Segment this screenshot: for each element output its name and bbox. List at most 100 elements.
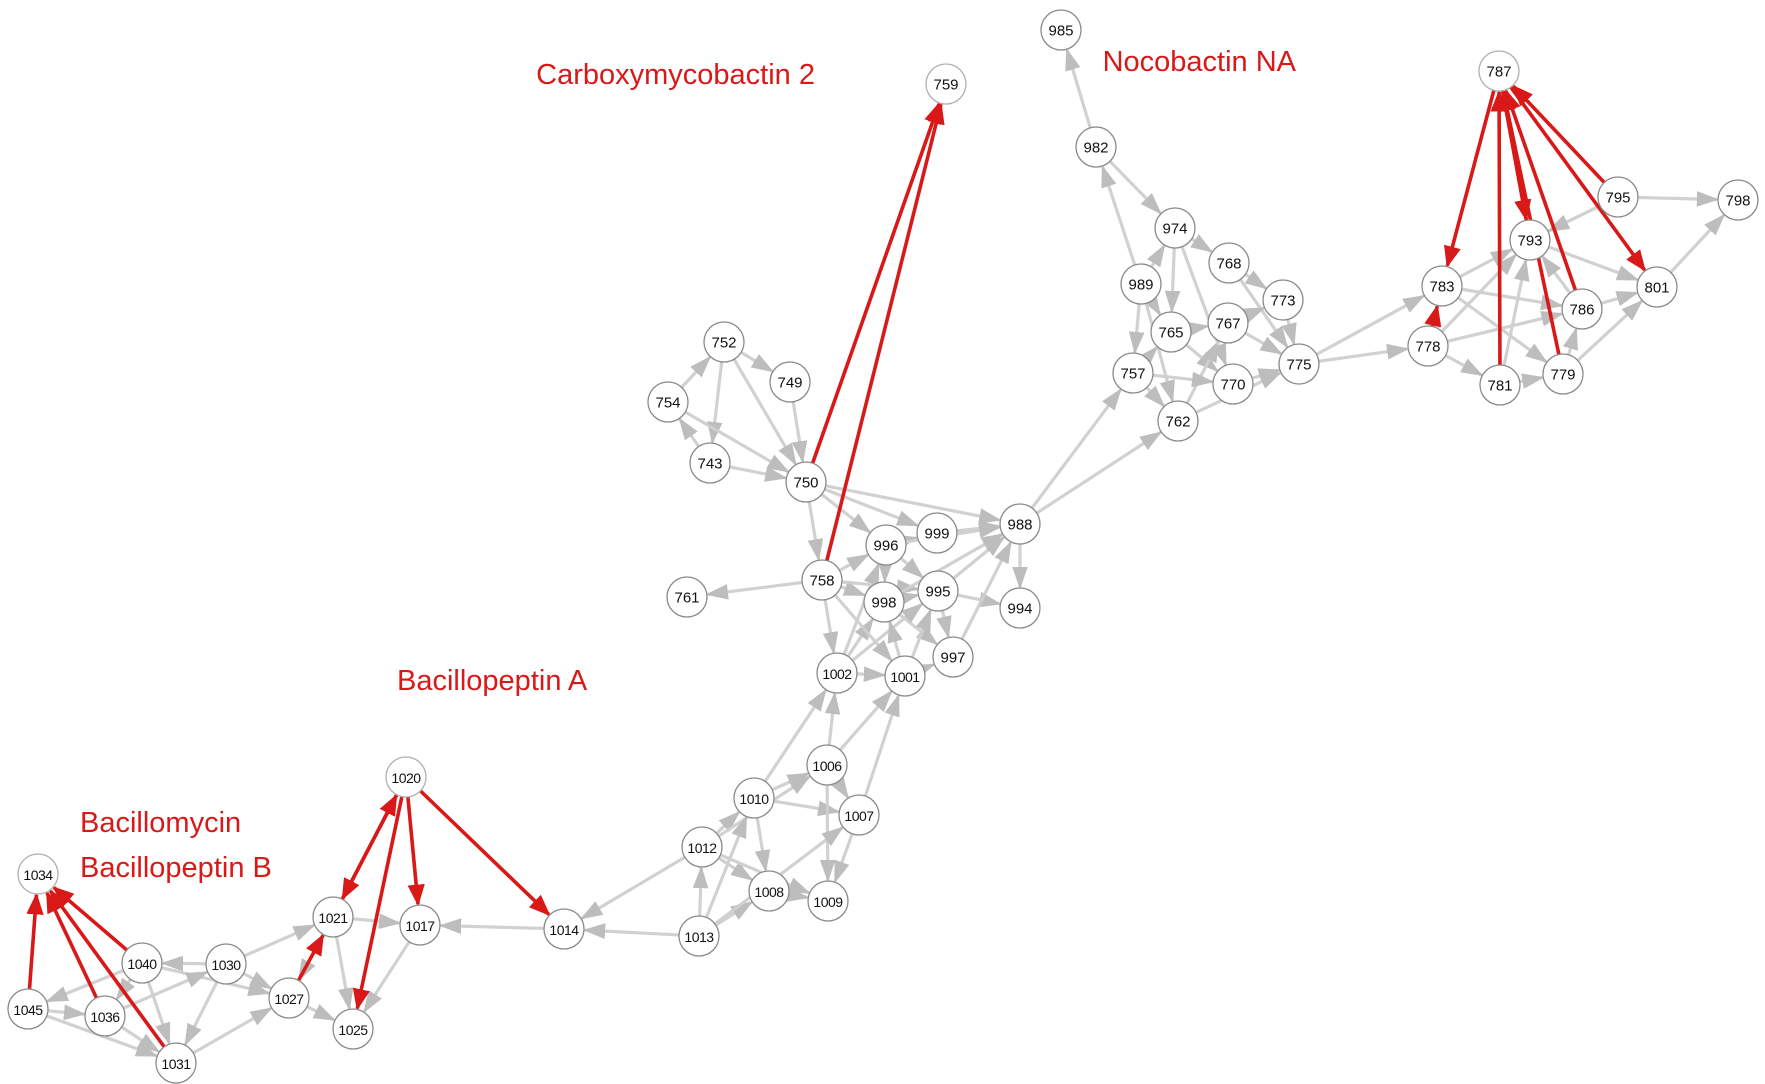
edge-750-758 bbox=[807, 501, 824, 562]
edge-781-779 bbox=[1519, 373, 1545, 389]
node-circle-783 bbox=[1421, 265, 1463, 307]
node-1045: 1045 bbox=[7, 988, 49, 1030]
node-circle-1020 bbox=[385, 756, 427, 798]
edge-995-997 bbox=[936, 610, 952, 639]
edge-1030-1031 bbox=[184, 981, 219, 1047]
node-1036: 1036 bbox=[84, 995, 126, 1037]
node-995: 995 bbox=[917, 570, 959, 612]
node-label-1014: 1014 bbox=[549, 922, 579, 938]
edge-773-775 bbox=[1281, 319, 1297, 346]
edge-1021-1025 bbox=[334, 936, 354, 1011]
node-783: 783 bbox=[1421, 265, 1463, 307]
edge-754-752 bbox=[680, 355, 712, 389]
node-circle-754 bbox=[647, 381, 689, 423]
node-1025: 1025 bbox=[332, 1008, 374, 1050]
node-1006: 1006 bbox=[806, 744, 848, 786]
node-label-1020: 1020 bbox=[391, 770, 421, 786]
node-circle-1034 bbox=[17, 853, 59, 895]
annotation-layer: Carboxymycobactin 2 Nocobactin NA Bacill… bbox=[80, 46, 1297, 884]
node-1040: 1040 bbox=[121, 942, 163, 984]
node-circle-765 bbox=[1150, 311, 1192, 353]
edge-996-995 bbox=[899, 557, 924, 579]
node-1012: 1012 bbox=[681, 826, 723, 868]
node-label-998: 998 bbox=[871, 595, 896, 612]
node-998: 998 bbox=[863, 581, 905, 623]
node-circle-773 bbox=[1262, 279, 1304, 321]
node-798: 798 bbox=[1717, 179, 1759, 221]
edge-1014-1017 bbox=[438, 918, 545, 934]
node-label-1001: 1001 bbox=[890, 669, 920, 685]
edge-754-750 bbox=[684, 410, 790, 473]
edge-778-786 bbox=[1447, 310, 1564, 343]
node-circle-743 bbox=[689, 442, 731, 484]
node-1034: 1034 bbox=[17, 853, 59, 895]
node-circle-1014 bbox=[543, 908, 585, 950]
node-circle-997 bbox=[932, 636, 974, 678]
node-circle-750 bbox=[785, 461, 827, 503]
node-label-974: 974 bbox=[1162, 221, 1187, 238]
node-circle-1008 bbox=[748, 870, 790, 912]
node-circle-1045 bbox=[7, 988, 49, 1030]
node-circle-1007 bbox=[838, 794, 880, 836]
node-label-761: 761 bbox=[674, 590, 699, 607]
node-circle-786 bbox=[1561, 288, 1603, 330]
node-1027: 1027 bbox=[268, 977, 310, 1019]
edge-783-793 bbox=[1458, 248, 1514, 279]
node-label-759: 759 bbox=[933, 77, 958, 94]
highlighted-edge-1020-1014 bbox=[419, 789, 551, 916]
node-label-1030: 1030 bbox=[211, 957, 241, 973]
edge-749-750 bbox=[791, 401, 808, 464]
node-999: 999 bbox=[916, 512, 958, 554]
node-circle-761 bbox=[666, 576, 708, 618]
edge-1002-1001 bbox=[856, 666, 887, 683]
node-label-765: 765 bbox=[1158, 325, 1183, 342]
annotation-bacillopeptin-a: Bacillopeptin A bbox=[397, 665, 588, 697]
node-circle-1025 bbox=[332, 1008, 374, 1050]
node-circle-759 bbox=[925, 63, 967, 105]
node-label-1008: 1008 bbox=[754, 884, 784, 900]
node-768: 768 bbox=[1208, 242, 1250, 284]
node-label-775: 775 bbox=[1286, 357, 1311, 374]
edge-989-982 bbox=[1101, 164, 1137, 266]
node-label-1034: 1034 bbox=[23, 867, 53, 883]
node-787: 787 bbox=[1478, 50, 1520, 92]
node-label-1002: 1002 bbox=[822, 666, 852, 682]
edge-996-998 bbox=[877, 560, 894, 584]
node-label-996: 996 bbox=[873, 538, 898, 555]
edge-795-798 bbox=[1637, 191, 1720, 207]
edge-1010-1002 bbox=[763, 688, 827, 783]
edge-752-749 bbox=[740, 350, 774, 373]
annotation-nocobactin-na: Nocobactin NA bbox=[1103, 46, 1297, 78]
node-label-768: 768 bbox=[1216, 256, 1241, 273]
edge-757-762 bbox=[1144, 385, 1166, 408]
node-circle-770 bbox=[1212, 363, 1254, 405]
node-label-1012: 1012 bbox=[687, 840, 717, 856]
node-1001: 1001 bbox=[884, 655, 926, 697]
node-circle-1013 bbox=[678, 915, 720, 957]
node-743: 743 bbox=[689, 442, 731, 484]
highlighted-edge-787-783 bbox=[1444, 89, 1496, 268]
edge-758-1002 bbox=[822, 599, 839, 655]
node-label-770: 770 bbox=[1220, 377, 1245, 394]
edge-757-770 bbox=[1152, 371, 1215, 388]
edge-767-775 bbox=[1244, 331, 1283, 355]
node-758: 758 bbox=[801, 559, 843, 601]
edge-779-801 bbox=[1576, 299, 1644, 362]
node-749: 749 bbox=[769, 361, 811, 403]
node-circle-793 bbox=[1509, 219, 1551, 261]
node-1002: 1002 bbox=[816, 652, 858, 694]
highlighted-edge-795-787 bbox=[1511, 84, 1606, 184]
node-label-798: 798 bbox=[1725, 193, 1750, 210]
node-1020: 1020 bbox=[385, 756, 427, 798]
edge-786-793 bbox=[1541, 254, 1572, 294]
node-801: 801 bbox=[1636, 266, 1678, 308]
edge-1006-1009 bbox=[819, 784, 836, 883]
node-circle-767 bbox=[1207, 302, 1249, 344]
node-label-989: 989 bbox=[1128, 277, 1153, 294]
node-circle-1027 bbox=[268, 977, 310, 1019]
node-label-743: 743 bbox=[697, 456, 722, 473]
highlighted-edge-layer bbox=[26, 84, 1647, 1048]
edge-1013-1008 bbox=[714, 901, 754, 927]
node-770: 770 bbox=[1212, 363, 1254, 405]
